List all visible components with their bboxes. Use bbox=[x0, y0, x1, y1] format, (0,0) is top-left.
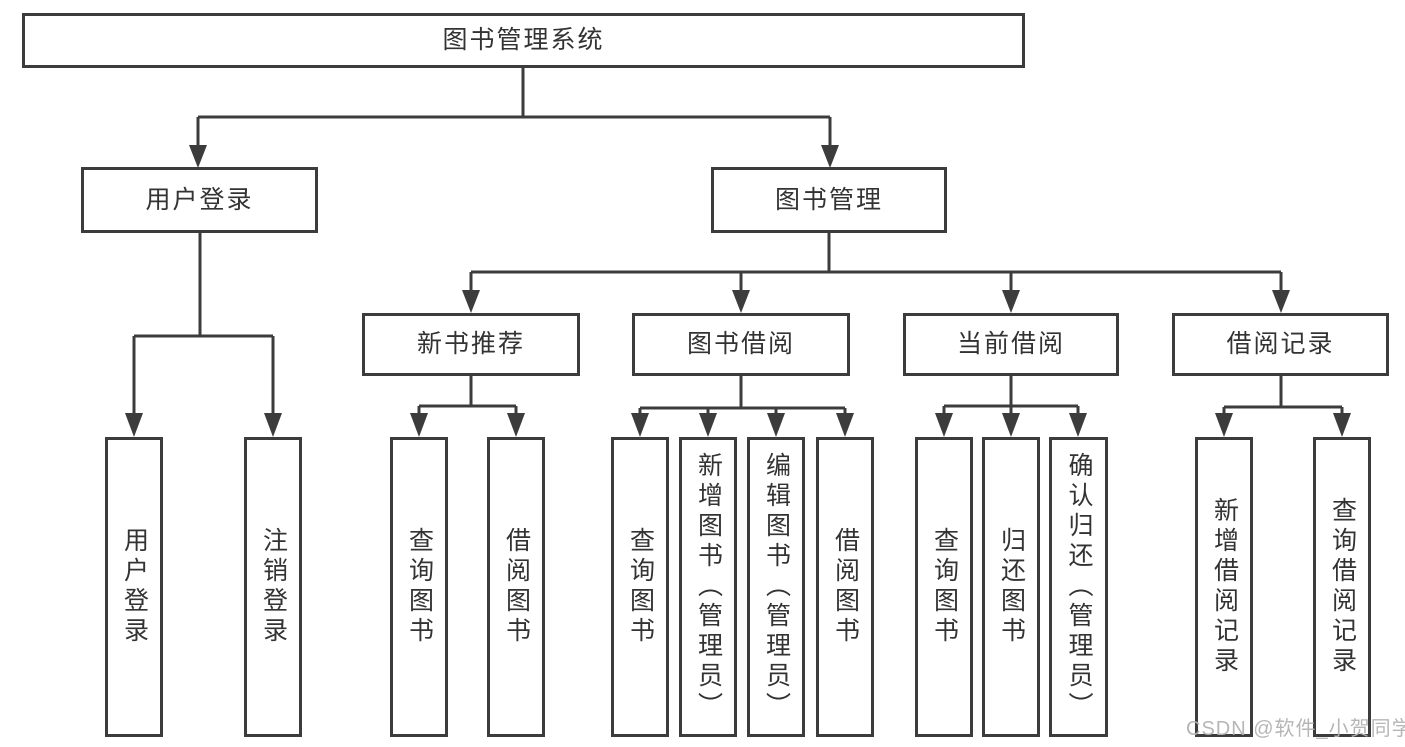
leaf-add-books-admin: 新增图书（管理员） bbox=[679, 437, 737, 737]
node-borrowing-records: 借阅记录 bbox=[1172, 313, 1389, 376]
leaf-return-books: 归还图书 bbox=[982, 437, 1040, 737]
node-book-management: 图书管理 bbox=[711, 167, 947, 233]
leaf-current-query-books: 查询图书 bbox=[915, 437, 973, 737]
leaf-logout: 注销登录 bbox=[244, 437, 302, 737]
leaf-borrowing-borrow-books: 借阅图书 bbox=[816, 437, 874, 737]
leaf-user-login: 用户登录 bbox=[105, 437, 163, 737]
leaf-borrowing-query-books: 查询图书 bbox=[611, 437, 669, 737]
leaf-add-borrow-record: 新增借阅记录 bbox=[1195, 437, 1253, 737]
node-book-borrowing: 图书借阅 bbox=[632, 313, 850, 376]
node-user-login: 用户登录 bbox=[81, 167, 318, 233]
leaf-edit-books-admin: 编辑图书（管理员） bbox=[747, 437, 805, 737]
node-new-book-recommendation: 新书推荐 bbox=[362, 313, 580, 376]
node-library-system: 图书管理系统 bbox=[22, 13, 1025, 68]
watermark: CSDN @软件_小贺同学 bbox=[1186, 718, 1405, 740]
leaf-confirm-return-admin: 确认归还（管理员） bbox=[1049, 437, 1108, 737]
leaf-recommend-query-books: 查询图书 bbox=[390, 437, 448, 737]
leaf-recommend-borrow-books: 借阅图书 bbox=[487, 437, 545, 737]
leaf-query-borrow-record: 查询借阅记录 bbox=[1313, 437, 1371, 737]
node-current-borrowing: 当前借阅 bbox=[903, 313, 1119, 376]
